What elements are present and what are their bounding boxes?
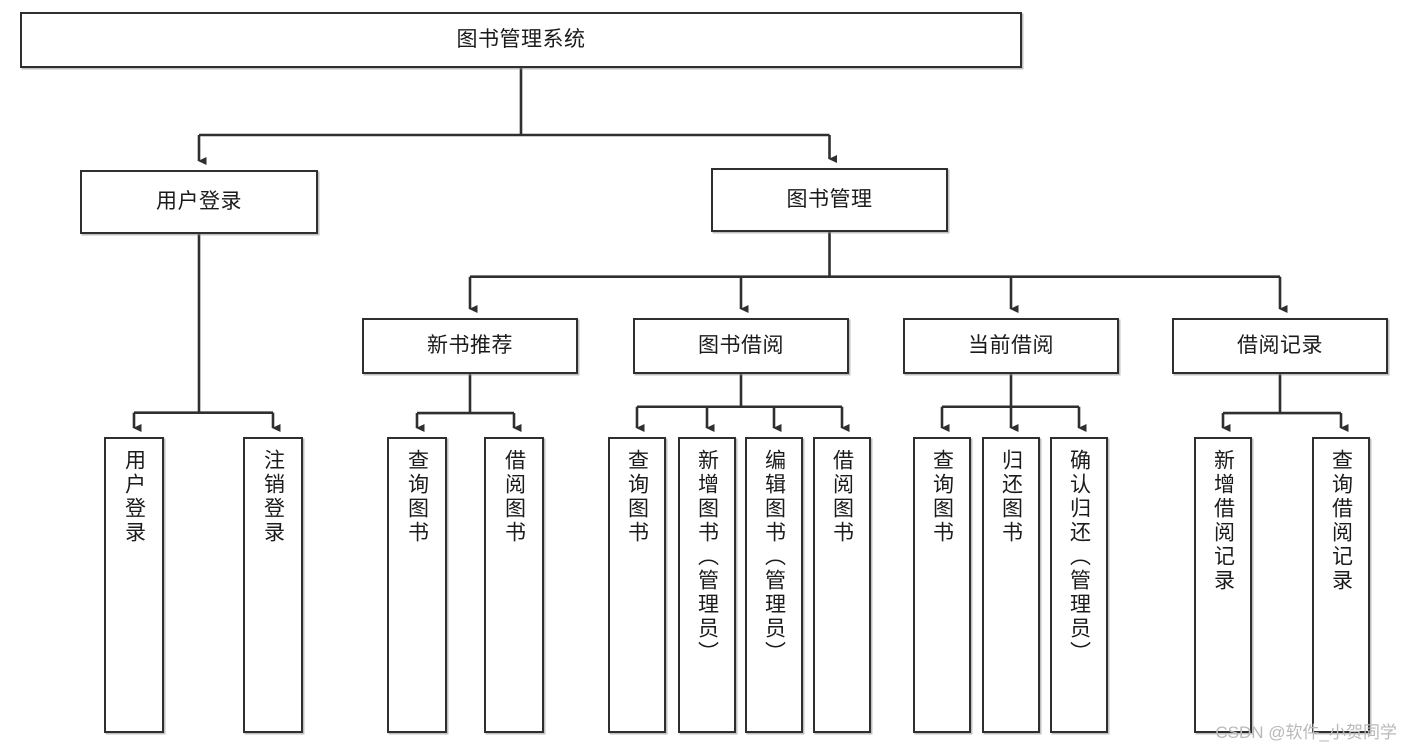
node-leaf-user-logout[interactable]: 注销登录: [243, 437, 303, 733]
node-label-leaf-confirm-return: 确认归还（管理员）: [1067, 449, 1091, 665]
node-leaf-add-book[interactable]: 新增图书（管理员）: [678, 437, 736, 733]
node-label-leaf-return-book: 归还图书: [999, 449, 1023, 545]
node-current-borrow[interactable]: 当前借阅: [903, 318, 1119, 374]
node-leaf-query-book-1[interactable]: 查询图书: [387, 437, 447, 733]
node-leaf-return-book[interactable]: 归还图书: [982, 437, 1040, 733]
node-leaf-borrow-book-2[interactable]: 借阅图书: [813, 437, 871, 733]
node-label-user-login: 用户登录: [156, 189, 242, 213]
node-label-leaf-query-book-3: 查询图书: [930, 449, 954, 545]
node-root[interactable]: 图书管理系统: [20, 12, 1022, 68]
node-label-book-borrow: 图书借阅: [698, 333, 784, 357]
node-label-leaf-add-record: 新增借阅记录: [1211, 449, 1235, 593]
node-label-current-borrow: 当前借阅: [968, 333, 1054, 357]
node-label-leaf-user-logout: 注销登录: [261, 449, 285, 545]
node-label-leaf-user-login: 用户登录: [122, 449, 146, 545]
node-label-leaf-borrow-book-2: 借阅图书: [830, 449, 854, 545]
node-leaf-edit-book[interactable]: 编辑图书（管理员）: [745, 437, 803, 733]
node-borrow-record[interactable]: 借阅记录: [1172, 318, 1388, 374]
node-leaf-query-book-2[interactable]: 查询图书: [608, 437, 666, 733]
node-label-root: 图书管理系统: [456, 27, 586, 51]
node-label-new-book-recommend: 新书推荐: [427, 333, 513, 357]
node-leaf-user-login[interactable]: 用户登录: [104, 437, 164, 733]
node-leaf-query-record[interactable]: 查询借阅记录: [1312, 437, 1370, 733]
node-book-management[interactable]: 图书管理: [711, 168, 948, 232]
node-leaf-add-record[interactable]: 新增借阅记录: [1194, 437, 1252, 733]
node-label-leaf-query-book-2: 查询图书: [625, 449, 649, 545]
node-label-book-management: 图书管理: [786, 187, 873, 211]
node-leaf-confirm-return[interactable]: 确认归还（管理员）: [1050, 437, 1108, 733]
node-book-borrow[interactable]: 图书借阅: [633, 318, 849, 374]
node-leaf-query-book-3[interactable]: 查询图书: [913, 437, 971, 733]
node-label-leaf-add-book: 新增图书（管理员）: [695, 449, 719, 665]
node-label-leaf-borrow-book-1: 借阅图书: [502, 449, 526, 545]
watermark-text: CSDN @软件_小贺同学: [1215, 723, 1397, 742]
node-new-book-recommend[interactable]: 新书推荐: [362, 318, 578, 374]
node-leaf-borrow-book-1[interactable]: 借阅图书: [484, 437, 544, 733]
node-label-leaf-query-record: 查询借阅记录: [1329, 449, 1353, 593]
node-label-leaf-edit-book: 编辑图书（管理员）: [762, 449, 786, 665]
node-label-borrow-record: 借阅记录: [1237, 333, 1323, 357]
node-label-leaf-query-book-1: 查询图书: [405, 449, 429, 545]
node-user-login[interactable]: 用户登录: [80, 170, 318, 234]
